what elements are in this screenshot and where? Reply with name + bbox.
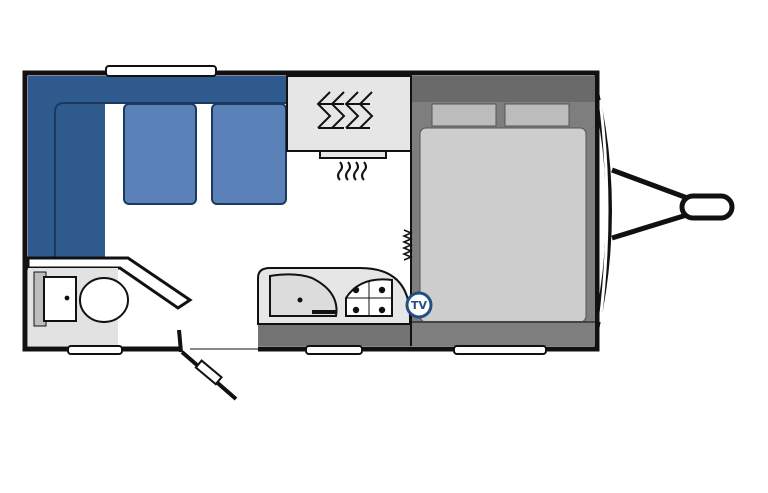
wardrobe [286, 75, 412, 159]
washroom [26, 256, 193, 346]
mattress [419, 127, 587, 323]
front-seating-lounge [28, 76, 287, 258]
pillow [431, 103, 497, 127]
heater [337, 161, 367, 181]
hob [345, 278, 393, 317]
towing-a-frame [611, 167, 735, 241]
tv-point: TV [405, 291, 433, 319]
window [305, 345, 363, 355]
toilet-cistern [43, 276, 77, 322]
entrance-door [177, 329, 258, 401]
toilet-bowl [79, 277, 129, 323]
seat-cushion [211, 103, 287, 205]
kitchen [257, 267, 411, 346]
seat-cushion [123, 103, 197, 205]
tv-label: TV [411, 299, 428, 312]
kitchen-sink [269, 273, 338, 317]
window [453, 345, 547, 355]
pillow [504, 103, 570, 127]
window [67, 345, 123, 355]
bed-partition-spring [401, 229, 414, 261]
window [105, 65, 217, 77]
fixed-bed [411, 76, 595, 346]
